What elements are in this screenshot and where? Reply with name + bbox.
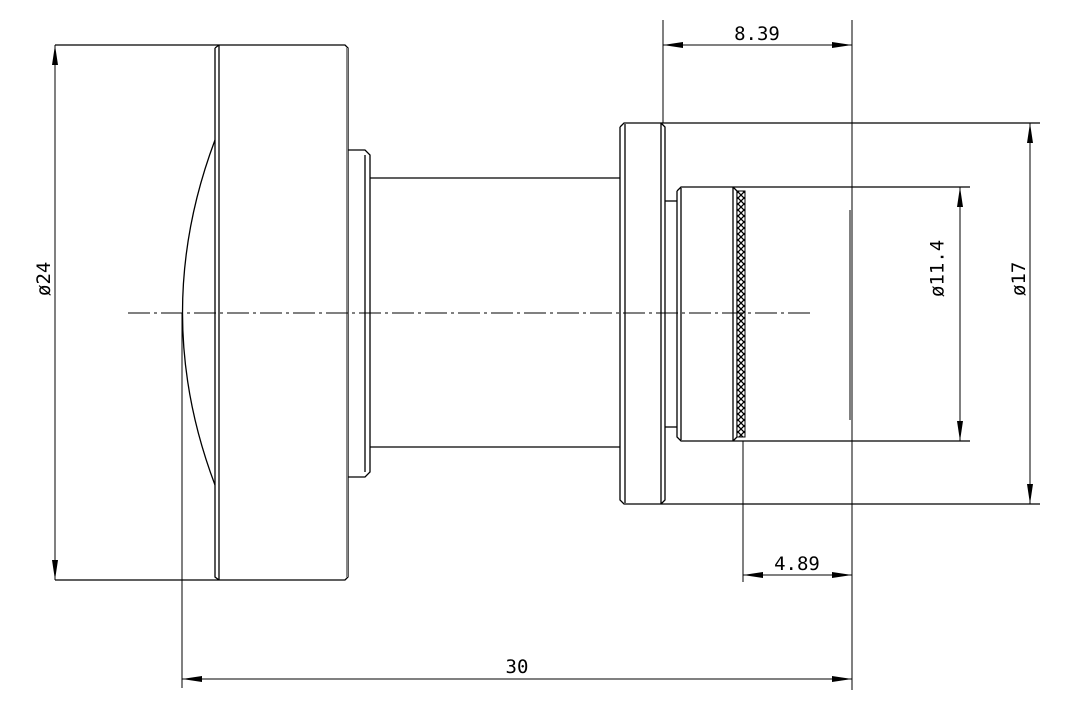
rear-barrel: [676, 186, 970, 442]
dim-text: 8.39: [734, 23, 780, 45]
dim-overall-length: 30: [181, 313, 852, 688]
dim-text: ø24: [33, 262, 55, 296]
dim-knurl-offset: 4.89: [742, 441, 852, 582]
dim-mount-length: 8.39: [662, 20, 853, 690]
dim-text: 30: [506, 656, 529, 678]
dim-text: ø17: [1008, 262, 1030, 296]
dim-text: ø11.4: [926, 240, 948, 297]
tube: [370, 177, 620, 448]
dim-flange-diameter: ø17: [1008, 123, 1033, 504]
dim-front-diameter: ø24: [33, 45, 58, 580]
knurled-band: [736, 190, 746, 438]
dim-barrel-diameter: ø11.4: [926, 187, 963, 441]
dim-text: 4.89: [774, 553, 820, 575]
